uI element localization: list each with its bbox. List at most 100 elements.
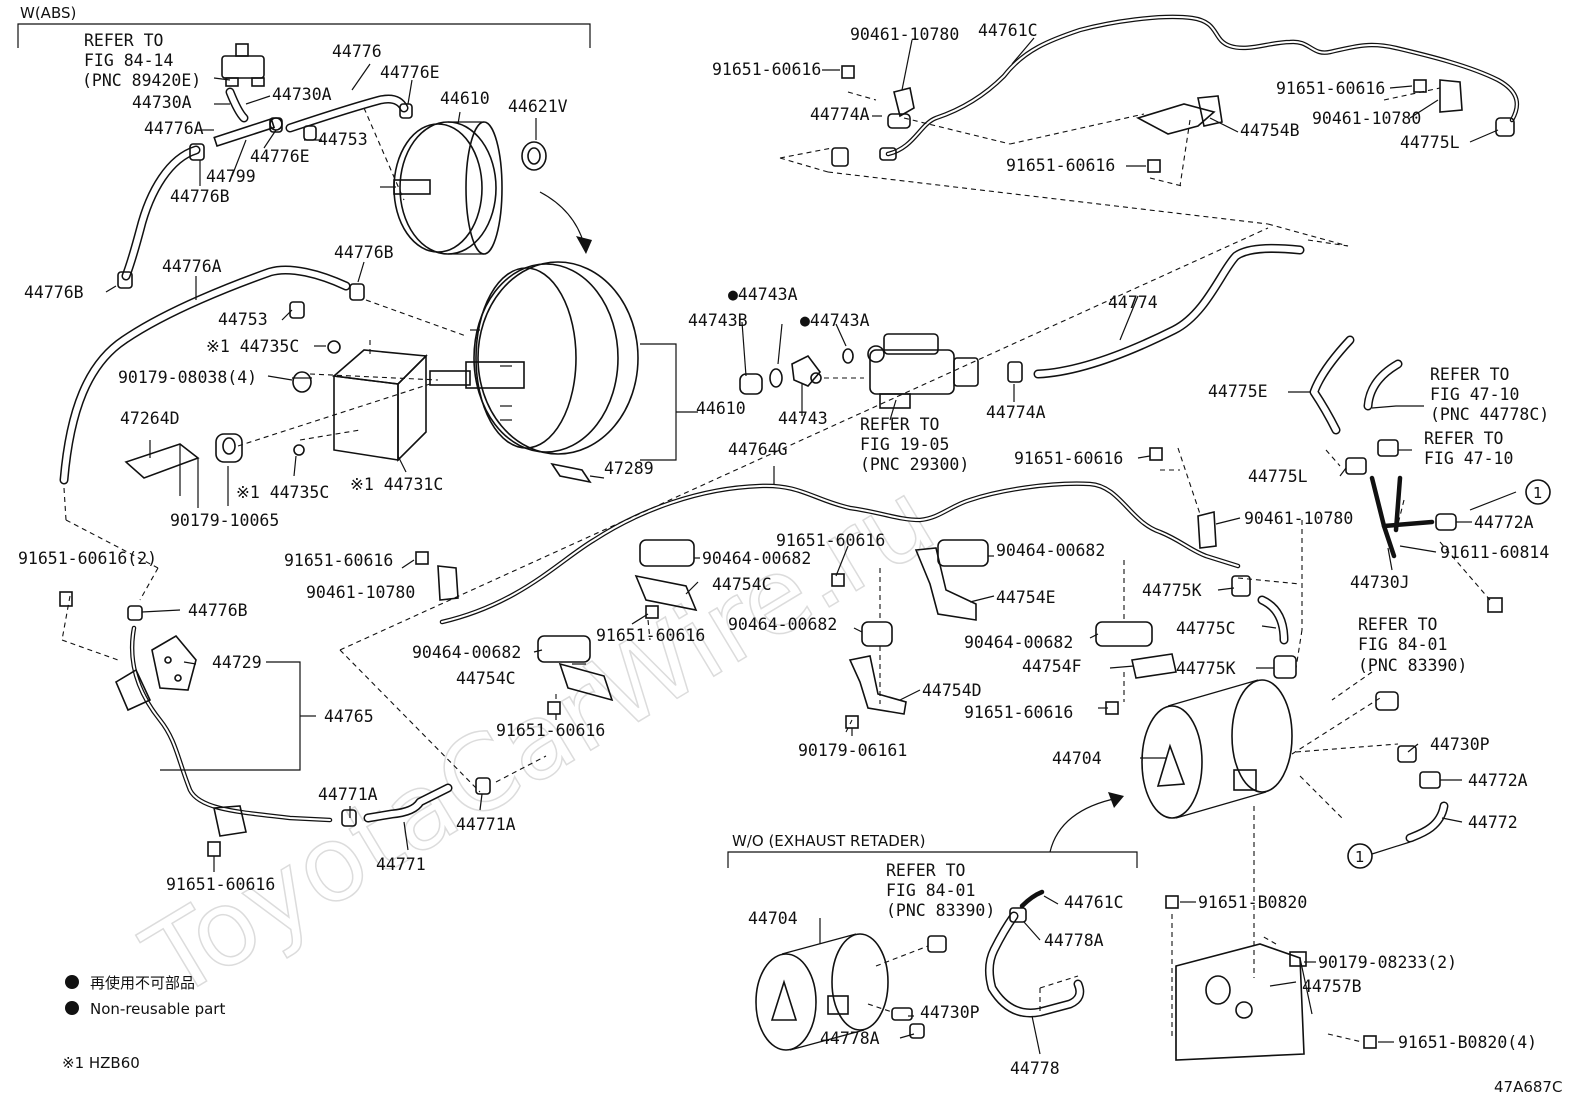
label-44776b-c[interactable]: 44776B [334, 243, 394, 262]
label-44743[interactable]: 44743 [778, 409, 828, 428]
label-44776[interactable]: 44776 [332, 42, 382, 61]
label-44772a-b[interactable]: 44772A [1468, 771, 1528, 790]
label-90179-06161[interactable]: 90179-06161 [798, 741, 907, 760]
label-44730a-a[interactable]: 44730A [132, 93, 192, 112]
label-44776b-b[interactable]: 44776B [24, 283, 84, 302]
bracket-44757b [1165, 895, 1377, 1061]
label-44754e[interactable]: 44754E [996, 588, 1056, 607]
label-44772a-a[interactable]: 44772A [1474, 513, 1534, 532]
label-44729[interactable]: 44729 [212, 653, 262, 672]
label-fig-19-05: FIG 19-05 [860, 435, 949, 454]
label-44704-a[interactable]: 44704 [1052, 749, 1102, 768]
label-44771a-b[interactable]: 44771A [456, 815, 516, 834]
label-44730p-a[interactable]: 44730P [1430, 735, 1490, 754]
label-91651-60616-b[interactable]: 91651-60616 [1276, 79, 1385, 98]
label-91651-60616-g[interactable]: 91651-60616 [596, 626, 705, 645]
part-labels: REFER TO FIG 84-14 (PNC 89420E) 44776 44… [18, 21, 1549, 1078]
label-91651-60616-2[interactable]: 91651-60616(2) [18, 549, 157, 568]
spacer-90179-10065 [215, 433, 243, 463]
label-90464-00682-e[interactable]: 90464-00682 [964, 633, 1073, 652]
label-91651-60616-i[interactable]: 91651-60616 [964, 703, 1073, 722]
label-44743a-b[interactable]: ●44743A [800, 311, 870, 330]
label-90464-00682-d[interactable]: 90464-00682 [728, 615, 837, 634]
label-44761c-a[interactable]: 44761C [978, 21, 1038, 40]
bracket-box-44731c [293, 340, 428, 462]
label-44730j[interactable]: 44730J [1350, 573, 1410, 592]
label-90461-10780-c[interactable]: 90461-10780 [1244, 509, 1353, 528]
label-44757b[interactable]: 44757B [1302, 977, 1362, 996]
label-44743b[interactable]: 44743B [688, 311, 748, 330]
label-90179-08038[interactable]: 90179-08038(4) [118, 368, 257, 387]
label-44730p-b[interactable]: 44730P [920, 1003, 980, 1022]
label-44610-a[interactable]: 44610 [440, 89, 490, 108]
label-90461-10780-b[interactable]: 90461-10780 [1312, 109, 1421, 128]
label-44730a-b[interactable]: 44730A [272, 85, 332, 104]
label-44778[interactable]: 44778 [1010, 1059, 1060, 1078]
label-44778a-b[interactable]: 44778A [820, 1029, 880, 1048]
label-91651-b0820-4[interactable]: 91651-B0820(4) [1398, 1033, 1537, 1052]
label-91651-b0820[interactable]: 91651-B0820 [1198, 893, 1307, 912]
label-44610-b[interactable]: 44610 [696, 399, 746, 418]
label-44775l-a[interactable]: 44775L [1400, 133, 1460, 152]
label-90464-00682-b[interactable]: 90464-00682 [996, 541, 1105, 560]
label-44775k-b[interactable]: 44775K [1176, 659, 1236, 678]
label-44775e[interactable]: 44775E [1208, 382, 1268, 401]
label-44743a-a[interactable]: ●44743A [728, 285, 798, 304]
label-44753-a[interactable]: 44753 [318, 130, 368, 149]
label-44774[interactable]: 44774 [1108, 293, 1158, 312]
label-refer-1: REFER TO [84, 31, 163, 50]
label-44621v[interactable]: 44621V [508, 97, 568, 116]
label-44778a-a[interactable]: 44778A [1044, 931, 1104, 950]
label-47264d[interactable]: 47264D [120, 409, 180, 428]
label-44775l-b[interactable]: 44775L [1248, 467, 1308, 486]
label-44754f[interactable]: 44754F [1022, 657, 1082, 676]
label-44772[interactable]: 44772 [1468, 813, 1518, 832]
label-44731c[interactable]: ※1 44731C [350, 475, 443, 494]
label-90464-00682-a[interactable]: 90464-00682 [702, 549, 811, 568]
label-91651-60616-a[interactable]: 91651-60616 [712, 60, 821, 79]
label-44771a-a[interactable]: 44771A [318, 785, 378, 804]
label-91611-60814[interactable]: 91611-60814 [1440, 543, 1549, 562]
label-90464-00682-c[interactable]: 90464-00682 [412, 643, 521, 662]
section-bracket-wo-exhaust: W/O (EXHAUST RETADER) [727, 832, 1138, 868]
label-44799[interactable]: 44799 [206, 167, 256, 186]
label-44764g[interactable]: 44764G [728, 440, 788, 459]
label-44761c-b[interactable]: 44761C [1064, 893, 1124, 912]
label-44776b-d[interactable]: 44776B [188, 601, 248, 620]
label-44776a-b[interactable]: 44776A [162, 257, 222, 276]
label-44765[interactable]: 44765 [324, 707, 374, 726]
label-44754c-b[interactable]: 44754C [456, 669, 516, 688]
label-44735c-a[interactable]: ※1 44735C [206, 337, 299, 356]
label-90179-10065[interactable]: 90179-10065 [170, 511, 279, 530]
legend: 再使用不可部品 Non-reusable part ※1 HZB60 [62, 974, 225, 1072]
label-91651-60616-h[interactable]: 91651-60616 [496, 721, 605, 740]
label-44774a-a[interactable]: 44774A [986, 403, 1046, 422]
label-44776e-b[interactable]: 44776E [250, 147, 310, 166]
label-44704-b[interactable]: 44704 [748, 909, 798, 928]
label-90179-08233[interactable]: 90179-08233(2) [1318, 953, 1457, 972]
label-44771[interactable]: 44771 [376, 855, 426, 874]
label-44754b[interactable]: 44754B [1240, 121, 1300, 140]
label-91651-60616-c[interactable]: 91651-60616 [1006, 156, 1115, 175]
label-91651-60616-e[interactable]: 91651-60616 [776, 531, 885, 550]
label-44776b-a[interactable]: 44776B [170, 187, 230, 206]
label-44775k-a[interactable]: 44775K [1142, 581, 1202, 600]
label-91651-60616-j[interactable]: 91651-60616 [166, 875, 275, 894]
label-44775c[interactable]: 44775C [1176, 619, 1236, 638]
label-44754c-a[interactable]: 44754C [712, 575, 772, 594]
label-90461-10780-d[interactable]: 90461-10780 [306, 583, 415, 602]
label-91651-60616-f[interactable]: 91651-60616 [284, 551, 393, 570]
hose-44778 [984, 889, 1085, 1018]
label-44735c-b[interactable]: ※1 44735C [236, 483, 329, 502]
label-91651-60616-d[interactable]: 91651-60616 [1014, 449, 1123, 468]
label-90461-10780-a[interactable]: 90461-10780 [850, 25, 959, 44]
hose-refer-47-10 [1363, 359, 1403, 411]
label-44753-b[interactable]: 44753 [218, 310, 268, 329]
pipe-44765 [114, 605, 333, 837]
label-47289[interactable]: 47289 [604, 459, 654, 478]
label-44754d[interactable]: 44754D [922, 681, 982, 700]
section-bracket-w-abs: W(ABS) [17, 4, 591, 48]
label-44774a-b[interactable]: 44774A [810, 105, 870, 124]
label-44776a-a[interactable]: 44776A [144, 119, 204, 138]
label-44776e-a[interactable]: 44776E [380, 63, 440, 82]
